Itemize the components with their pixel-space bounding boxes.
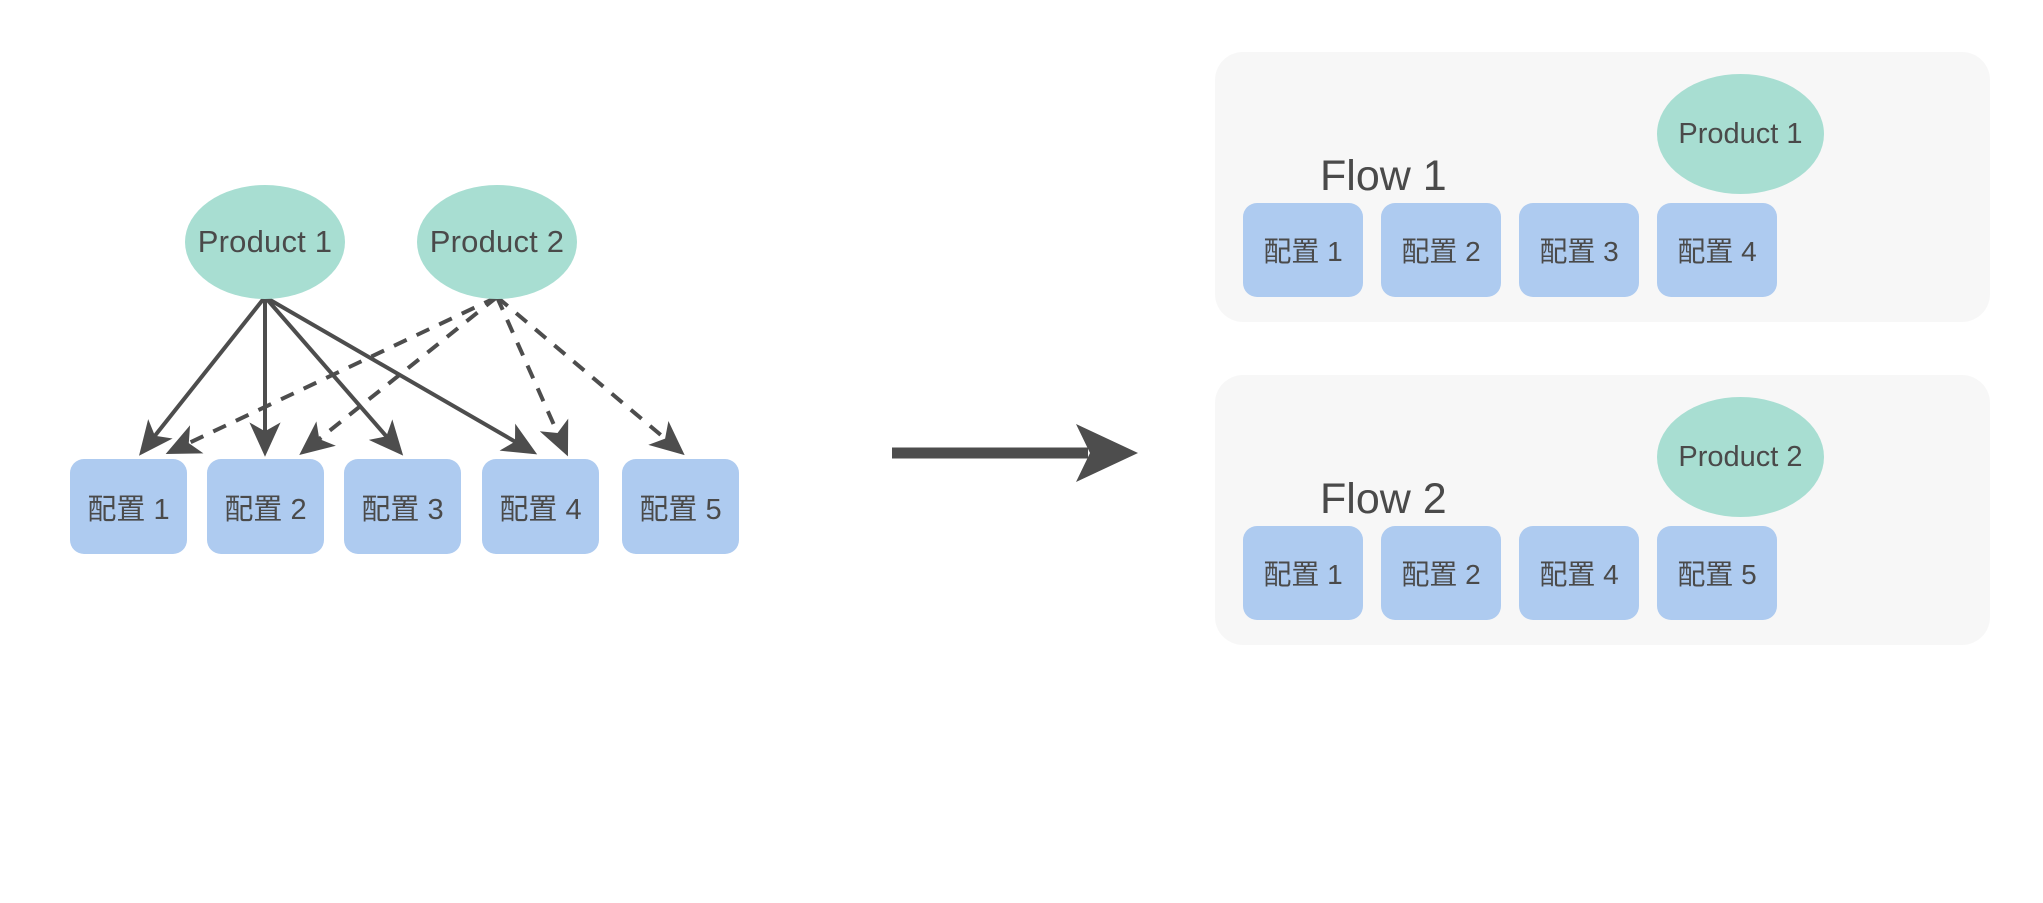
config-node-1-label: 配置 1	[87, 493, 170, 526]
flow-1-config-4[interactable]: 配置 4	[1657, 203, 1777, 297]
product-node-2[interactable]: Product 2	[417, 185, 577, 299]
flow-1-config-1[interactable]: 配置 1	[1243, 203, 1363, 297]
flow-1-product-label: Product 1	[1678, 117, 1803, 150]
flow-2-product[interactable]: Product 2	[1657, 397, 1824, 517]
config-node-1[interactable]: 配置 1	[70, 459, 187, 554]
flow-2-config-3[interactable]: 配置 4	[1519, 526, 1639, 620]
edges-from-product-1	[139, 295, 538, 457]
edge-p2-c1	[165, 295, 498, 455]
product-node-1-label: Product 1	[197, 224, 333, 259]
flow-1-config-2[interactable]: 配置 2	[1381, 203, 1501, 297]
flow-panel-2: Flow 2 Product 2 配置 1 配置 2 配置 4 配置 5	[1215, 375, 1990, 645]
flow-1-config-3[interactable]: 配置 3	[1519, 203, 1639, 297]
config-node-2[interactable]: 配置 2	[207, 459, 324, 554]
config-node-5-label: 配置 5	[639, 493, 722, 526]
flow-2-product-label: Product 2	[1678, 440, 1803, 473]
config-node-3[interactable]: 配置 3	[344, 459, 461, 554]
product-node-2-label: Product 2	[429, 224, 565, 259]
config-node-5[interactable]: 配置 5	[622, 459, 739, 554]
edge-layer	[139, 295, 685, 457]
flow-1-title: Flow 1	[1320, 152, 1447, 200]
config-node-2-label: 配置 2	[224, 493, 307, 526]
flow-2-config-2[interactable]: 配置 2	[1381, 526, 1501, 620]
config-node-4-label: 配置 4	[499, 493, 582, 526]
edge-p1-c3	[263, 295, 404, 456]
flow-2-config-4[interactable]: 配置 5	[1657, 526, 1777, 620]
edge-p2-c2	[299, 295, 499, 455]
edge-p1-c4	[263, 295, 538, 455]
config-node-3-label: 配置 3	[361, 493, 444, 526]
edges-from-product-2	[165, 295, 685, 457]
edge-p1-c1	[139, 295, 267, 456]
flow-2-title: Flow 2	[1320, 475, 1447, 523]
flow-panel-1: Flow 1 Product 1 配置 1 配置 2 配置 3 配置 4	[1215, 52, 1990, 322]
edge-p2-c5	[495, 295, 685, 456]
config-node-4[interactable]: 配置 4	[482, 459, 599, 554]
flow-1-product[interactable]: Product 1	[1657, 74, 1824, 194]
source-graph: Product 1 Product 2 配置 1 配置 2 配置 3 配置 4 …	[0, 0, 1000, 903]
flow-2-config-1[interactable]: 配置 1	[1243, 526, 1363, 620]
right-arrow-icon	[892, 424, 1138, 482]
product-node-1[interactable]: Product 1	[185, 185, 345, 299]
edge-p2-c4	[495, 296, 569, 457]
